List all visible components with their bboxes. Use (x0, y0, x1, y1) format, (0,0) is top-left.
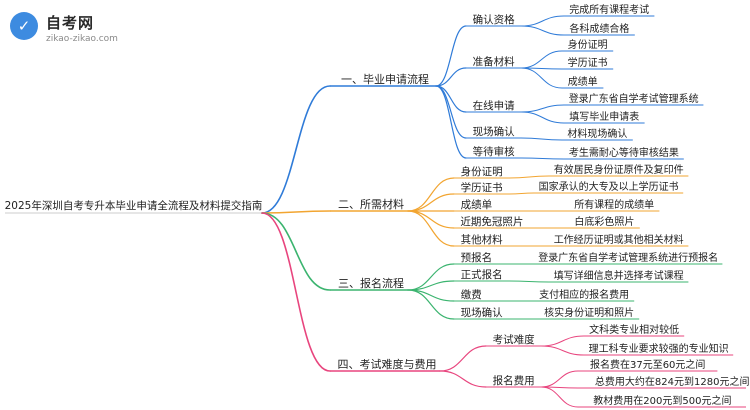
branch-1[interactable]: 一、毕业申请流程 (341, 72, 429, 86)
leaf-3-4-1[interactable]: 核实身份证明和照片 (544, 306, 634, 319)
topic-2-3[interactable]: 成绩单 (461, 198, 493, 211)
connector-line (508, 280, 550, 283)
topic-1-2[interactable]: 准备材料 (473, 55, 515, 68)
branch-2[interactable]: 二、所需材料 (338, 197, 404, 211)
topic-1-1[interactable]: 确认资格 (473, 13, 515, 26)
connector-line (520, 111, 565, 124)
leaf-4-1-1[interactable]: 文科类专业相对较低 (589, 323, 679, 336)
leaf-4-2-1[interactable]: 报名费在37元至60元之间 (590, 358, 705, 371)
logo-name: 自考网 (46, 14, 95, 32)
leaf-1-4-1[interactable]: 材料现场确认 (567, 127, 627, 140)
connector-line (520, 157, 565, 160)
leaf-2-3-1[interactable]: 所有课程的成绩单 (574, 198, 654, 211)
connector-line (520, 25, 565, 36)
topic-2-1[interactable]: 身份证明 (461, 165, 503, 178)
branch-4[interactable]: 四、考试难度与费用 (338, 357, 437, 371)
topic-4-2[interactable]: 报名费用 (493, 374, 535, 387)
leaf-1-2-2[interactable]: 学历证书 (568, 56, 608, 69)
connector-line (540, 345, 585, 356)
leaf-2-2-1[interactable]: 国家承认的大专及以上学历证书 (539, 180, 679, 193)
root-node[interactable]: 2025年深圳自考专升本毕业申请全流程及材料提交指南 (5, 199, 263, 212)
connector-line (520, 67, 563, 89)
leaf-2-5-1[interactable]: 工作经历证明或其他相关材料 (554, 233, 684, 246)
topic-4-1[interactable]: 考试难度 (493, 333, 535, 346)
branch-3[interactable]: 三、报名流程 (338, 276, 404, 290)
connector-line (261, 210, 331, 214)
connector-line (540, 370, 579, 388)
leaf-4-1-2[interactable]: 理工科专业要求较强的专业知识 (589, 342, 729, 355)
connector-line (520, 137, 563, 141)
leaf-2-4-1[interactable]: 白底彩色照片 (574, 215, 634, 228)
leaf-3-3-1[interactable]: 支付相应的报名费用 (539, 288, 629, 301)
connector-line (407, 193, 455, 212)
leaf-1-5-1[interactable]: 考生需耐心等待审核结果 (569, 146, 679, 159)
connector-line (407, 210, 455, 229)
connector-line (435, 85, 467, 139)
topic-2-2[interactable]: 学历证书 (461, 181, 503, 194)
leaf-1-1-2[interactable]: 各科成绩合格 (569, 22, 629, 35)
topic-3-3[interactable]: 缴费 (461, 288, 482, 301)
connector-line (520, 104, 565, 113)
connector-line (520, 15, 565, 27)
connector-line (261, 212, 331, 291)
leaf-1-2-3[interactable]: 成绩单 (568, 75, 598, 88)
leaf-1-1-1[interactable]: 完成所有课程考试 (569, 3, 649, 16)
leaf-4-2-2[interactable]: 总费用大约在824元到1280元之间 (595, 375, 750, 388)
connector-line (407, 210, 455, 247)
leaf-3-1-1[interactable]: 登录广东省自学考试管理系统进行预报名 (538, 251, 718, 264)
connector-line (435, 85, 467, 113)
connector-line (261, 85, 331, 214)
topic-1-4[interactable]: 现场确认 (473, 125, 515, 138)
connector-line (508, 192, 535, 195)
leaf-2-1-1[interactable]: 有效居民身份证原件及复印件 (554, 163, 684, 176)
topic-3-1[interactable]: 预报名 (461, 251, 493, 264)
leaf-1-2-1[interactable]: 身份证明 (568, 38, 608, 51)
connector-line (435, 25, 467, 87)
leaf-3-2-1[interactable]: 填写详细信息并选择考试课程 (554, 269, 684, 282)
connector-line (261, 212, 331, 372)
graduation-cap-icon: ✓ (10, 12, 38, 40)
topic-3-2[interactable]: 正式报名 (461, 268, 503, 281)
topic-1-5[interactable]: 等待审核 (473, 145, 515, 158)
topic-2-5[interactable]: 其他材料 (461, 233, 503, 246)
topic-1-3[interactable]: 在线申请 (473, 99, 515, 112)
connector-line (439, 370, 487, 388)
connector-line (520, 50, 563, 69)
topic-2-4[interactable]: 近期免冠照片 (460, 215, 523, 228)
leaf-1-3-1[interactable]: 登录广东省自学考试管理系统 (569, 92, 699, 105)
connector-line (435, 67, 467, 87)
connector-line (435, 85, 467, 159)
logo-url: zikao-zikao.com (46, 34, 118, 44)
leaf-4-2-3[interactable]: 教材费用在200元到500元之间 (593, 394, 731, 407)
connector-line (439, 345, 487, 372)
connector-line (540, 335, 585, 347)
leaf-1-3-2[interactable]: 填写毕业申请表 (569, 110, 639, 123)
connector-line (407, 289, 455, 320)
connector-line (540, 386, 579, 408)
topic-3-4[interactable]: 现场确认 (461, 306, 503, 319)
site-logo[interactable]: ✓ 自考网 zikao-zikao.com (6, 6, 166, 52)
connector-line (508, 175, 550, 179)
